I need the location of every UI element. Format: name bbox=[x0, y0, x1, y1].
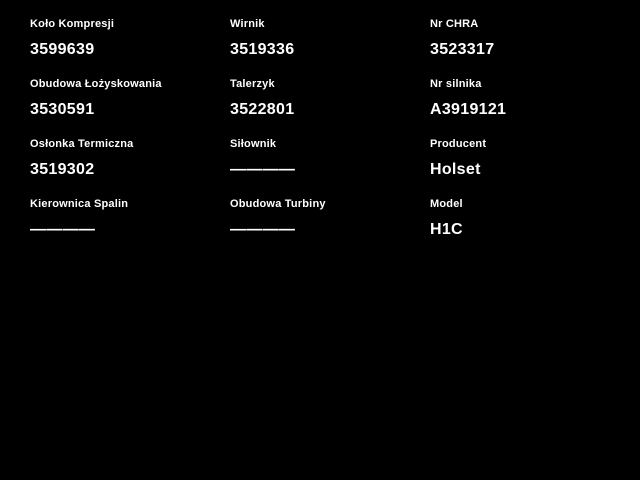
field-value: A3919121 bbox=[430, 101, 507, 118]
field-label: Kierownica Spalin bbox=[30, 198, 129, 210]
field-label: Wirnik bbox=[230, 18, 265, 30]
field-value: 3522801 bbox=[230, 101, 295, 118]
field-nr-silnika: Nr silnika A3919121 bbox=[430, 74, 630, 134]
field-label: Nr CHRA bbox=[430, 18, 479, 30]
field-silownik: Siłownik ———— bbox=[230, 134, 430, 194]
field-wirnik: Wirnik 3519336 bbox=[230, 14, 430, 74]
field-value-placeholder: ———— bbox=[30, 221, 96, 238]
field-value: 3599639 bbox=[30, 41, 95, 58]
field-value: 3519302 bbox=[30, 161, 95, 178]
field-kolo-kompresji: Koło Kompresji 3599639 bbox=[30, 14, 230, 74]
field-label: Talerzyk bbox=[230, 78, 275, 90]
field-value: 3530591 bbox=[30, 101, 95, 118]
field-label: Nr silnika bbox=[430, 78, 482, 90]
field-kierownica-spalin: Kierownica Spalin ———— bbox=[30, 194, 230, 254]
field-value: Holset bbox=[430, 161, 481, 178]
field-obudowa-lozyskowania: Obudowa Łożyskowania 3530591 bbox=[30, 74, 230, 134]
field-label: Koło Kompresji bbox=[30, 18, 115, 30]
field-label: Obudowa Turbiny bbox=[230, 198, 326, 210]
field-nr-chra: Nr CHRA 3523317 bbox=[430, 14, 630, 74]
field-value: H1C bbox=[430, 221, 463, 238]
field-label: Model bbox=[430, 198, 463, 210]
field-producent: Producent Holset bbox=[430, 134, 630, 194]
field-value-placeholder: ———— bbox=[230, 221, 296, 238]
field-value: 3523317 bbox=[430, 41, 495, 58]
field-label: Producent bbox=[430, 138, 487, 150]
field-label: Siłownik bbox=[230, 138, 277, 150]
field-oslonka-termiczna: Osłonka Termiczna 3519302 bbox=[30, 134, 230, 194]
field-label: Osłonka Termiczna bbox=[30, 138, 134, 150]
field-model: Model H1C bbox=[430, 194, 630, 254]
field-value: 3519336 bbox=[230, 41, 295, 58]
field-obudowa-turbiny: Obudowa Turbiny ———— bbox=[230, 194, 430, 254]
field-label: Obudowa Łożyskowania bbox=[30, 78, 162, 90]
field-value-placeholder: ———— bbox=[230, 161, 296, 178]
field-talerzyk: Talerzyk 3522801 bbox=[230, 74, 430, 134]
